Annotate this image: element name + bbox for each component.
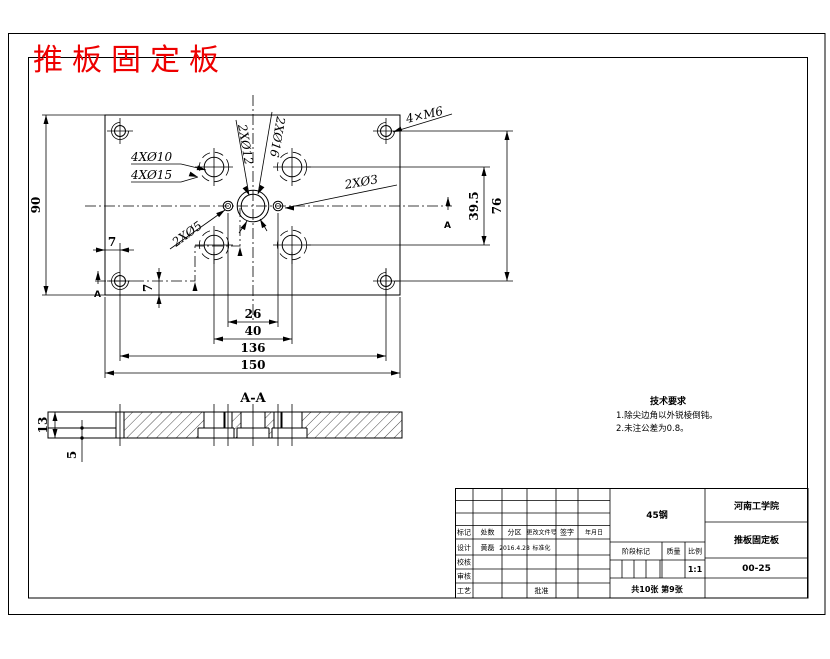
- center-hole: [236, 189, 270, 223]
- section-centerlines: [119, 404, 293, 446]
- tb-material: 45钢: [646, 509, 668, 521]
- tb-designer-name: 黄磊: [481, 543, 495, 552]
- dimension-lines: [42, 114, 513, 378]
- section-view: A-A: [36, 391, 403, 462]
- plate-outline: [104, 114, 401, 296]
- dim-26: 26: [245, 307, 262, 321]
- label-4xd15: 4XØ15: [130, 168, 172, 182]
- section-marker-a-right: A: [444, 221, 451, 231]
- tb-design-date: 2016.4.28: [499, 545, 530, 552]
- tb-sheet-info: 共10张 第9张: [631, 584, 683, 594]
- dim-90: 90: [29, 197, 43, 214]
- section-marker-a-left: A: [94, 290, 101, 300]
- section-cut-line: [95, 208, 241, 282]
- tb-header-change-doc: 更改文件号: [526, 529, 556, 537]
- tb-scale-value: 1:1: [688, 565, 703, 574]
- page-title: 推板固定板: [33, 43, 228, 78]
- tb-header-date: 年月日: [585, 529, 603, 537]
- dim-7-top: 7: [108, 235, 116, 249]
- tb-header-signature: 签字: [560, 528, 574, 537]
- dim-39-5: 39.5: [467, 191, 481, 220]
- tech-req-line2: 2.未注公差为0.8。: [616, 423, 689, 434]
- sheet-borders: [8, 33, 826, 615]
- tb-mass-label: 质量: [667, 547, 681, 556]
- tb-row-audit: 审核: [457, 572, 471, 581]
- tb-row-design: 设计: [457, 543, 471, 552]
- dim-7-bottom: 7: [141, 284, 155, 292]
- label-2xd3: 2XØ3: [343, 172, 380, 192]
- tb-approve-label: 批准: [535, 586, 549, 595]
- counterbore-hole: [195, 148, 311, 264]
- section-title: A-A: [239, 391, 266, 406]
- tb-drawing-no: 00-25: [742, 564, 771, 574]
- tb-row-process: 工艺: [457, 587, 471, 595]
- tb-header-count: 处数: [481, 528, 495, 537]
- tb-part-name: 推板固定板: [734, 534, 780, 546]
- dim-40: 40: [245, 324, 262, 338]
- dim-13: 13: [36, 417, 50, 434]
- label-4xd10: 4XØ10: [130, 150, 172, 164]
- tb-standardize-label: 标准化: [532, 544, 550, 552]
- plan-view: 90 7 7 26 40 136 150 39.5 76 4XØ10 4XØ15…: [29, 95, 513, 378]
- tech-req-line1: 1.除尖边角以外锐棱倒钝。: [616, 410, 718, 421]
- tb-scale-label: 比例: [688, 547, 702, 556]
- dim-136: 136: [240, 341, 265, 355]
- dim-76: 76: [490, 198, 504, 215]
- tb-header-mark: 标记: [457, 528, 471, 537]
- tb-institution: 河南工学院: [734, 500, 779, 512]
- tb-stage-mark-label: 阶段标记: [622, 547, 650, 556]
- title-block: 标记 处数 分区 更改文件号 签字 年月日 设计 黄磊 2016.4.28 标准…: [455, 488, 809, 599]
- pin-hole: [222, 200, 284, 212]
- dim-150: 150: [240, 358, 265, 372]
- tb-header-zone: 分区: [508, 528, 522, 537]
- tech-req-heading: 技术要求: [650, 395, 687, 407]
- technical-requirements: 技术要求 1.除尖边角以外锐棱倒钝。 2.未注公差为0.8。: [616, 395, 718, 434]
- tb-row-check: 校核: [457, 558, 471, 567]
- leader-lines: [97, 111, 453, 284]
- label-2xd16: 2XØ16: [267, 114, 288, 158]
- dim-5: 5: [65, 451, 79, 459]
